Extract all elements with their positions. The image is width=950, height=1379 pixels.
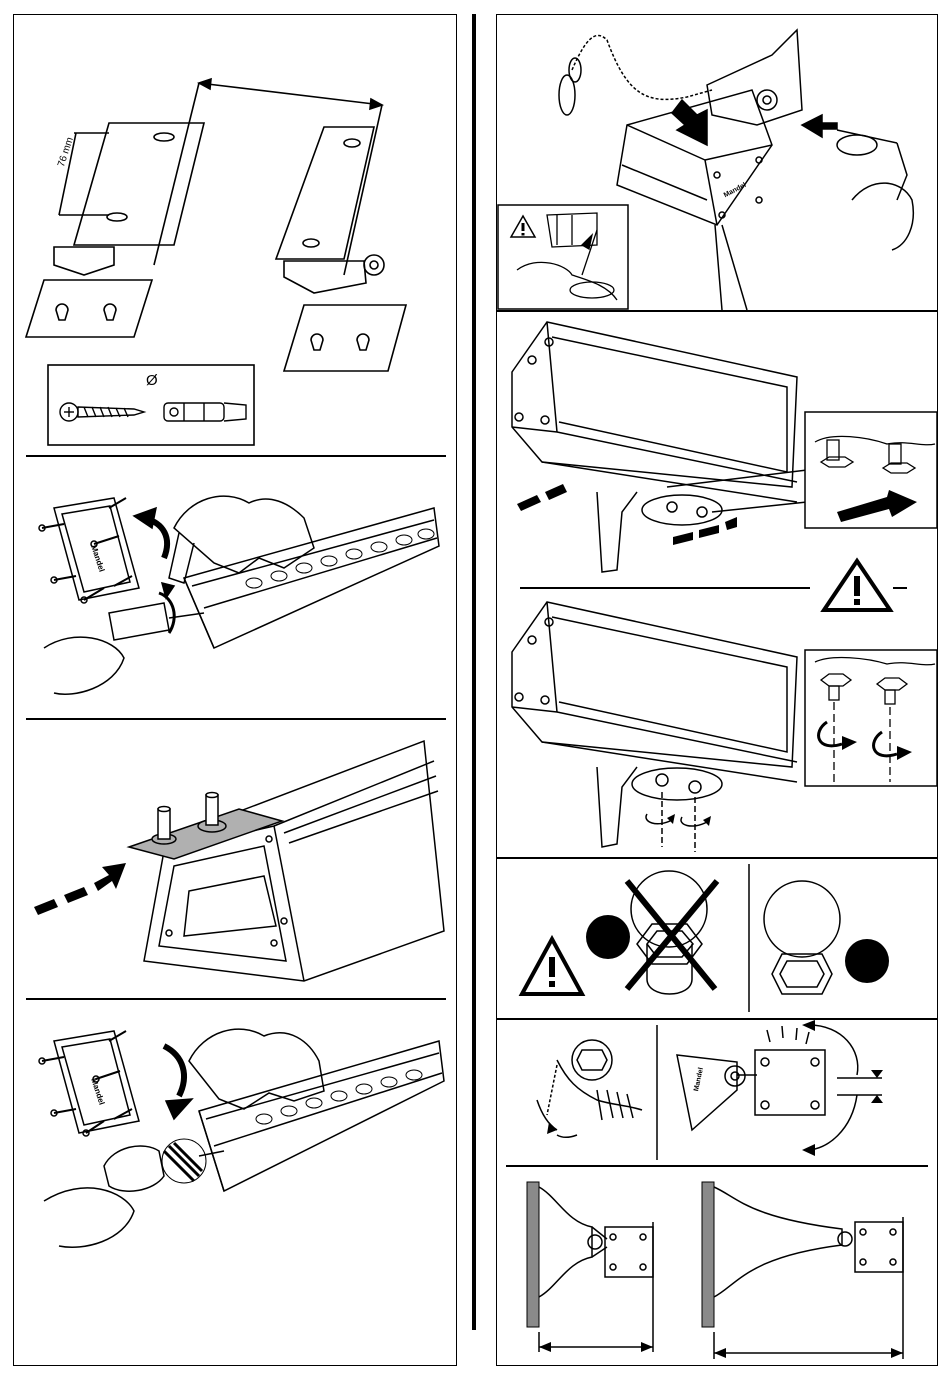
right-step-5-tilt-adjust: Mandel	[497, 1020, 937, 1165]
left-divider-2	[26, 718, 446, 720]
column-separator	[472, 14, 476, 1330]
right-step-4-orientation	[497, 859, 937, 1017]
tighten-nuts-illustration	[497, 592, 937, 856]
right-step-2-slide-onto-bracket	[497, 312, 937, 582]
right-step-3-tighten-nuts	[497, 592, 937, 856]
bracket-spacing-illustration	[14, 15, 456, 455]
insert-slider-illustration	[14, 721, 456, 997]
left-step-4-refit-end-cap: Mandel	[14, 1001, 456, 1365]
hole-diameter-symbol: Ø	[146, 372, 158, 389]
right-step-6-wall-clearance	[497, 1167, 937, 1365]
slide-bracket-illustration	[497, 312, 937, 582]
left-divider-3	[26, 998, 446, 1000]
left-step-2-remove-end-cap: Mandel	[14, 458, 456, 716]
right-divider-2b	[893, 587, 907, 589]
tilt-adjust-illustration	[497, 1020, 937, 1165]
left-step-1-bracket-spacing: 76 mm Ø	[14, 15, 456, 455]
wall-clearance-illustration	[497, 1167, 937, 1365]
remove-end-cap-illustration	[14, 458, 456, 716]
hang-heater-illustration	[497, 15, 937, 310]
orientation-illustration	[497, 859, 937, 1017]
left-step-3-insert-slider	[14, 721, 456, 997]
right-divider-2	[520, 587, 810, 589]
right-step-1-hang-heater: Mandel	[497, 15, 937, 310]
refit-end-cap-illustration	[14, 1001, 456, 1365]
left-divider-1	[26, 455, 446, 457]
